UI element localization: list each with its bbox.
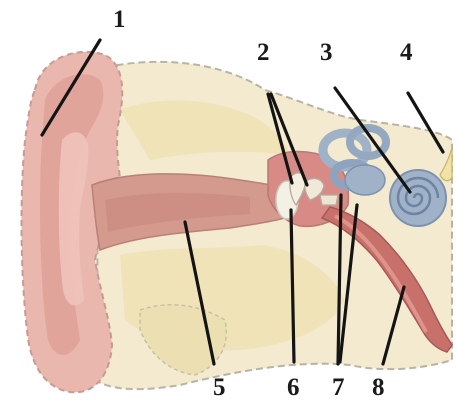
label-6: 6 — [287, 374, 300, 401]
label-3: 3 — [320, 39, 333, 66]
label-1: 1 — [113, 6, 126, 33]
ossicle-stapes — [320, 195, 338, 205]
label-7: 7 — [332, 374, 345, 401]
vestibule — [345, 165, 385, 195]
label-2: 2 — [257, 39, 270, 66]
label-5: 5 — [213, 374, 226, 401]
label-8: 8 — [372, 374, 385, 401]
label-4: 4 — [400, 39, 413, 66]
